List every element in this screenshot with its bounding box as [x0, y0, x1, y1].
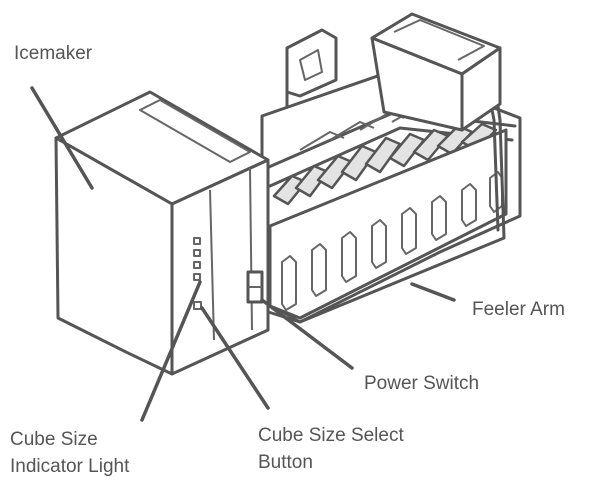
- label-feeler-arm: Feeler Arm: [472, 299, 565, 320]
- power-switch[interactable]: [246, 270, 264, 304]
- label-cube-size-indicator-light-line-2: Indicator Light: [10, 456, 130, 477]
- mold-front: [268, 128, 508, 320]
- leader-cube-size-select-button: [200, 306, 270, 410]
- leader-feeler-arm: [410, 282, 456, 302]
- leader-icemaker: [30, 86, 94, 190]
- label-cube-size-select-button-line-2: Button: [258, 452, 313, 473]
- label-cube-size-select-button-line-1: Cube Size Select: [258, 425, 404, 446]
- label-power-switch: Power Switch: [364, 373, 480, 394]
- label-cube-size-indicator-light: Cube Size Indicator Light: [10, 426, 129, 480]
- ejector-fins: [272, 99, 498, 206]
- label-cube-size-indicator-light-line-1: Cube Size: [10, 429, 98, 450]
- label-icemaker: Icemaker: [14, 43, 93, 64]
- indicator-lights: [193, 237, 201, 281]
- label-cube-size-select-button: Cube Size Select Button: [258, 422, 404, 476]
- cube-size-select-button[interactable]: [193, 301, 202, 310]
- mounting-bracket-right: [370, 12, 502, 132]
- control-housing: [54, 90, 270, 376]
- leader-power-switch: [260, 298, 354, 370]
- leader-cube-size-indicator-light: [140, 280, 202, 422]
